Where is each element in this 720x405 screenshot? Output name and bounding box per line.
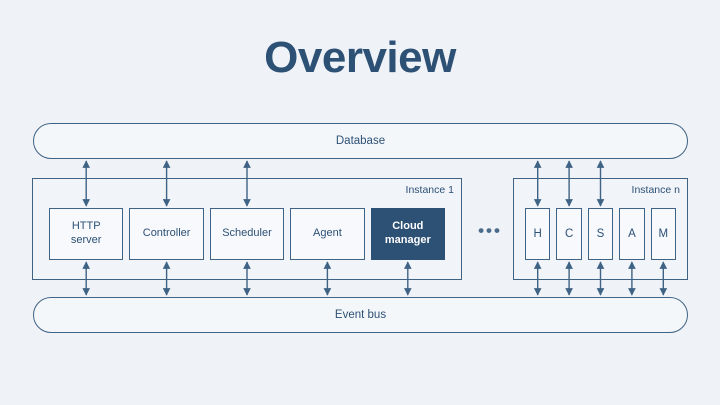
component-n-controller[interactable]: C (556, 208, 582, 260)
database-bus-label: Database (335, 135, 386, 147)
component-n-cloud-manager-label: M (658, 227, 669, 240)
instance-n-container[interactable]: Instance n H C S A M (513, 178, 688, 280)
component-n-agent-label: A (628, 227, 636, 240)
instance-1-container[interactable]: Instance 1 HTTP server Controller Schedu… (32, 178, 462, 280)
instance-1-label: Instance 1 (405, 184, 454, 196)
component-scheduler[interactable]: Scheduler (209, 208, 285, 260)
component-n-cloud-manager[interactable]: M (650, 208, 677, 260)
component-n-controller-label: C (564, 227, 574, 240)
component-n-scheduler[interactable]: S (587, 208, 614, 260)
component-scheduler-label: Scheduler (222, 227, 272, 240)
instances-ellipsis: ••• (478, 221, 502, 240)
database-bus[interactable]: Database (33, 123, 688, 159)
page-title: Overview (264, 33, 456, 82)
instance-n-components: H C S A M (514, 208, 687, 260)
component-http-server-label: HTTP server (70, 220, 102, 246)
component-n-scheduler-label: S (596, 227, 605, 240)
component-controller-label: Controller (142, 227, 191, 240)
instance-n-label: Instance n (631, 184, 680, 196)
event-bus-label: Event bus (334, 309, 387, 321)
component-n-http-server[interactable]: H (524, 208, 551, 260)
component-agent-label: Agent (313, 227, 342, 240)
component-controller[interactable]: Controller (129, 208, 204, 260)
component-agent[interactable]: Agent (290, 208, 365, 260)
component-n-agent[interactable]: A (619, 208, 645, 260)
event-bus[interactable]: Event bus (33, 297, 688, 333)
component-cloud-manager-label: Cloud manager (384, 220, 431, 246)
component-n-http-server-label: H (533, 227, 542, 240)
component-http-server[interactable]: HTTP server (48, 208, 124, 260)
instance-1-components: HTTP server Controller Scheduler Agent C… (33, 208, 461, 260)
component-cloud-manager[interactable]: Cloud manager (370, 208, 446, 260)
